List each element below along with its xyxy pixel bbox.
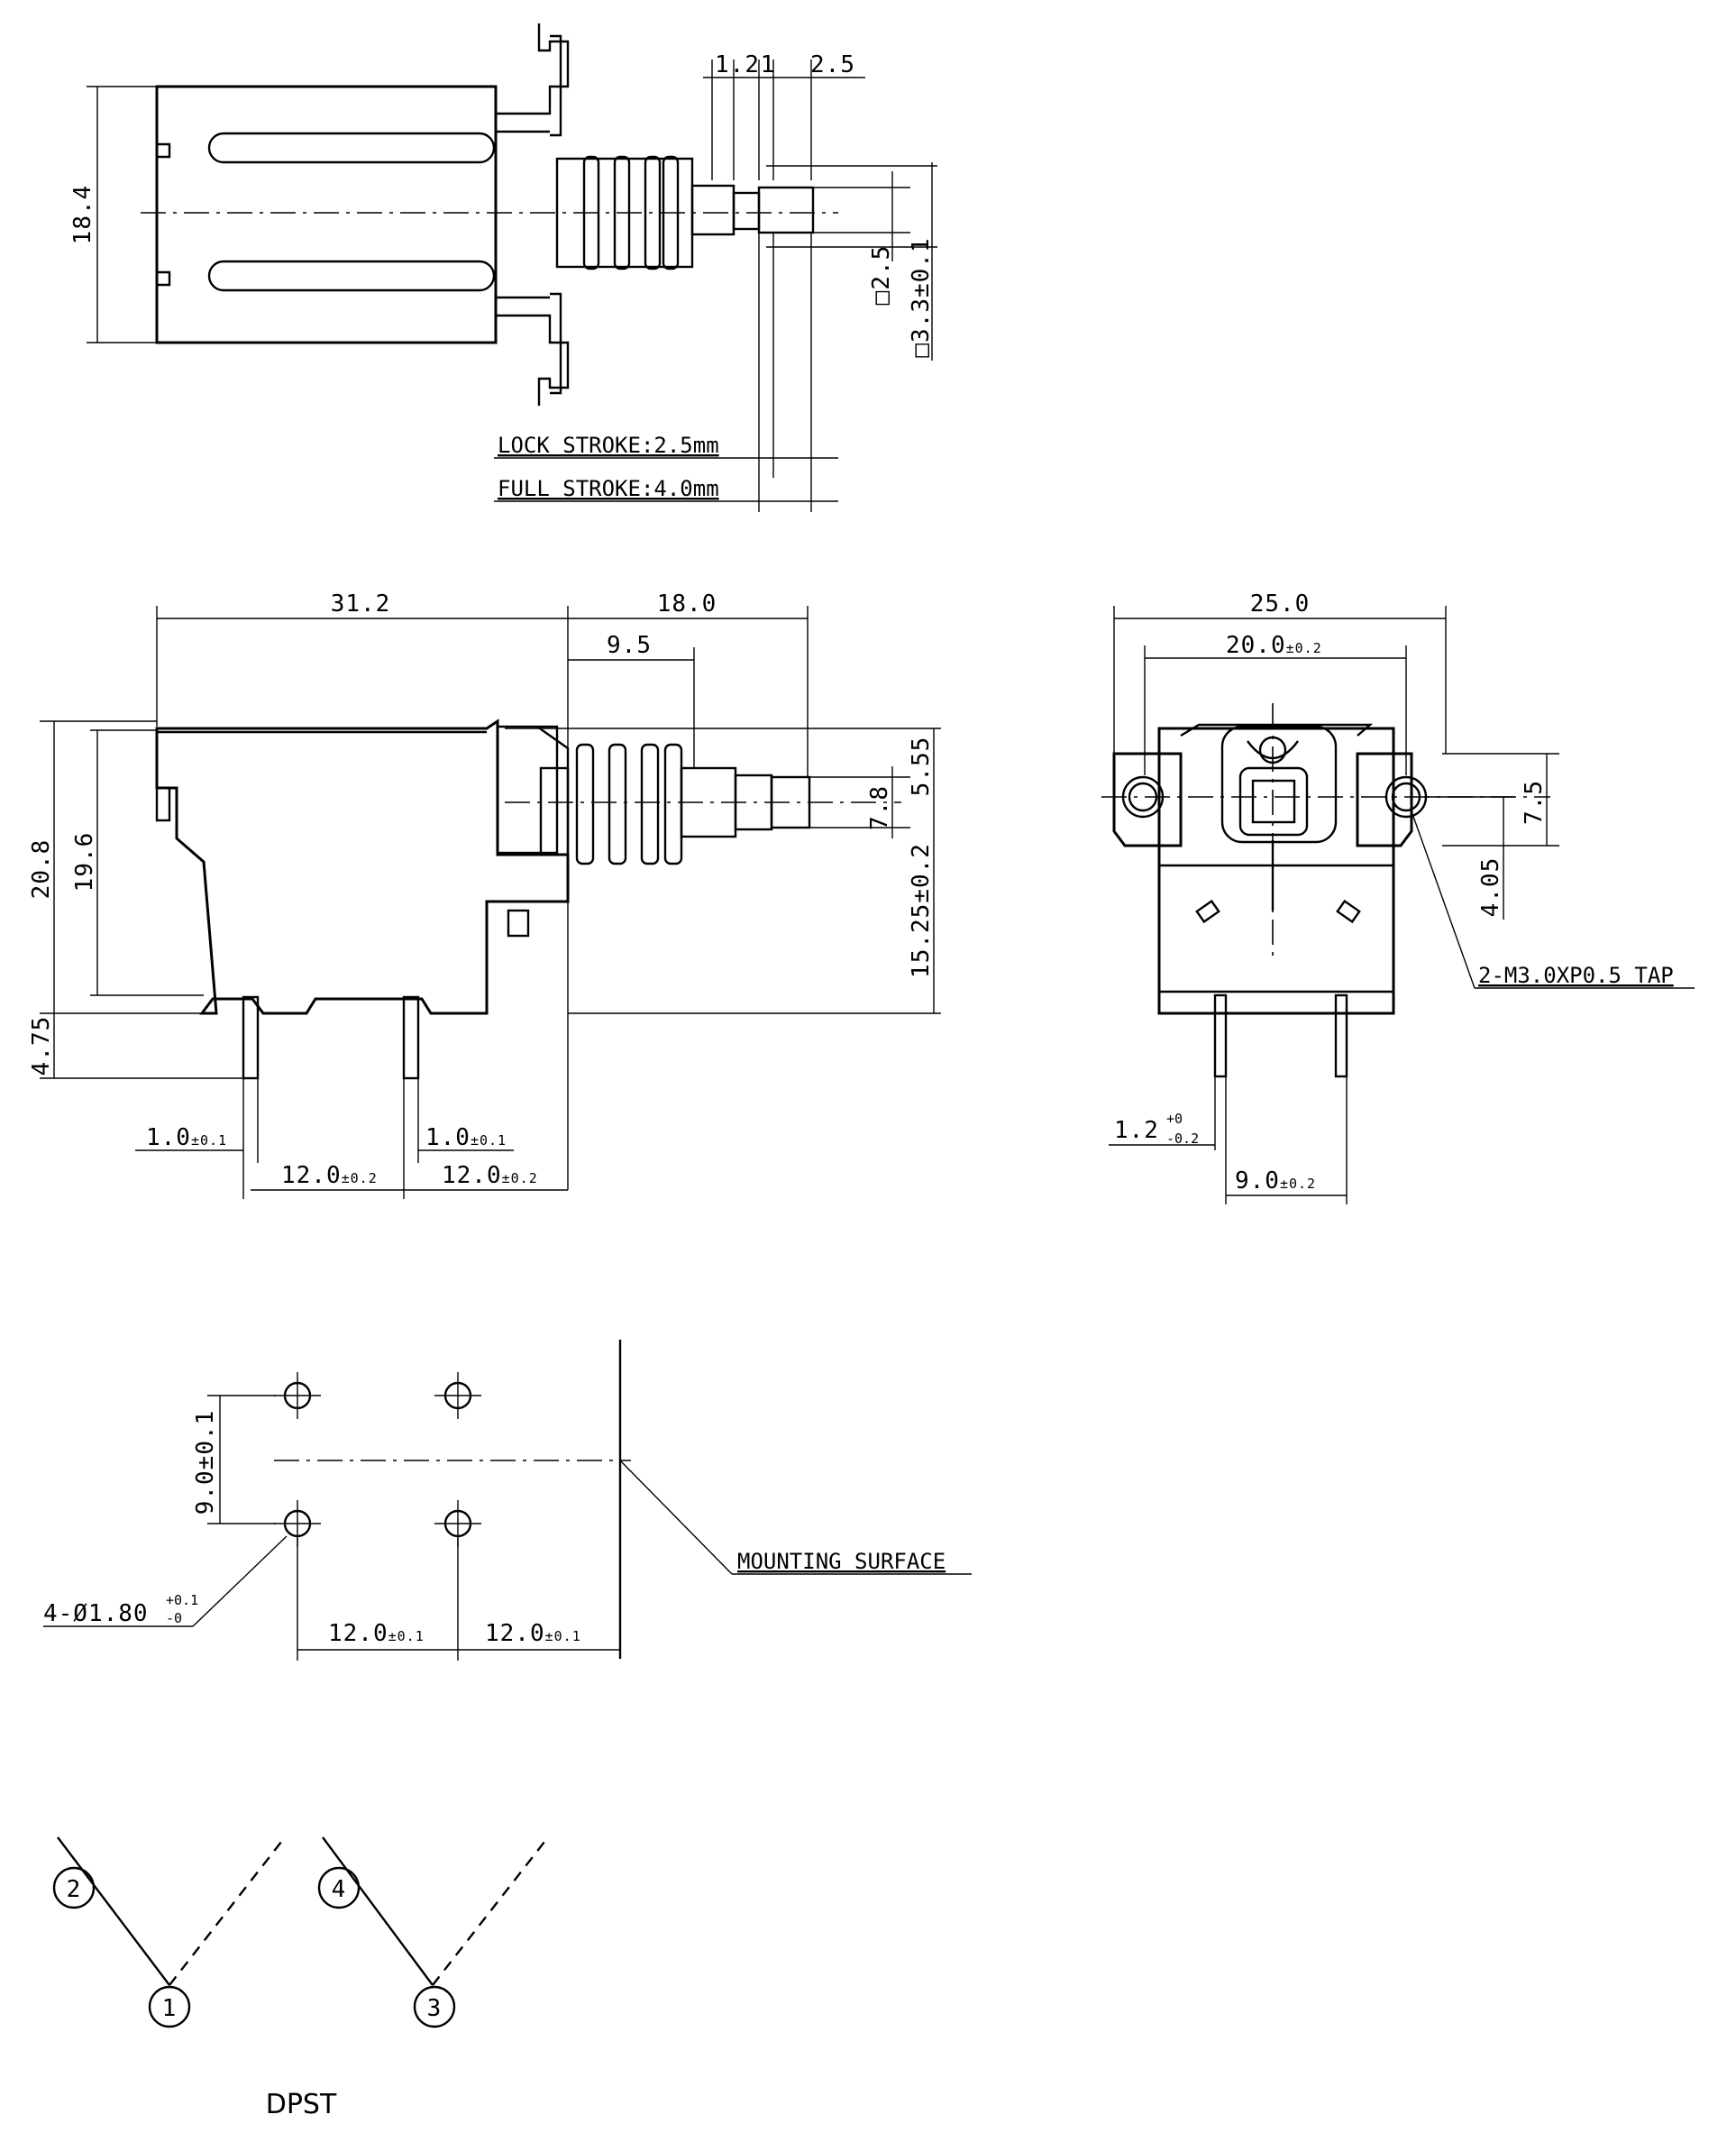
pcb-col-pitch-2: 12.0±0.1 bbox=[485, 1620, 581, 1647]
side-view: 31.2 18.0 9.5 20.8 19.6 4.75 7.8 5.55 15… bbox=[28, 590, 941, 1199]
side-view-spring bbox=[575, 743, 683, 865]
pcb-hole-tol-lower: -0 bbox=[166, 1610, 182, 1626]
side-view-housing bbox=[155, 719, 570, 1015]
tap-note: 2-M3.0XP0.5 TAP bbox=[1478, 963, 1674, 988]
side-view-stem-offset: 9.5 bbox=[607, 632, 652, 659]
terminal-2: 2 bbox=[52, 1866, 96, 1909]
side-view-height-total: 20.8 bbox=[28, 839, 55, 900]
pcb-row-pitch: 9.0±0.1 bbox=[192, 1410, 219, 1515]
front-view-width-holes: 20.0±0.2 bbox=[1226, 632, 1322, 659]
full-stroke-note: FULL STROKE:4.0mm bbox=[498, 476, 719, 501]
pcb-hole-top-right bbox=[434, 1372, 481, 1419]
dpst-label: DPST bbox=[266, 2089, 337, 2120]
mounting-surface-note: MOUNTING SURFACE bbox=[737, 1549, 946, 1574]
side-view-stem-top: 5.55 bbox=[908, 737, 935, 797]
lock-stroke-note: LOCK STROKE:2.5mm bbox=[498, 433, 719, 458]
top-view-stem-outer: □3.3±0.1 bbox=[908, 237, 935, 357]
front-view-pin-thickness-tol-lower: -0.2 bbox=[1166, 1131, 1199, 1147]
svg-text:1: 1 bbox=[162, 1995, 178, 2022]
top-view-dim-c: 2.5 bbox=[810, 51, 855, 78]
top-view-housing bbox=[155, 85, 498, 344]
front-view-width-total: 25.0 bbox=[1250, 590, 1311, 618]
switch-pole-1-contact bbox=[57, 1836, 170, 1986]
front-view-hole-offset: 4.05 bbox=[1477, 857, 1504, 918]
side-view-height-body: 19.6 bbox=[71, 832, 98, 893]
side-view-stem-height: 15.25±0.2 bbox=[908, 843, 935, 978]
front-view-pin-pitch: 9.0±0.2 bbox=[1235, 1167, 1316, 1195]
dpst-schematic: 2 1 4 3 DPST bbox=[52, 1836, 549, 2120]
terminal-1: 1 bbox=[148, 1985, 191, 2028]
svg-text:3: 3 bbox=[427, 1995, 443, 2022]
side-view-length-stem: 18.0 bbox=[657, 590, 717, 618]
side-view-pin-left bbox=[242, 995, 260, 1080]
side-view-pitch-right: 12.0±0.2 bbox=[442, 1162, 538, 1189]
pcb-hole-note: 4-Ø1.80 bbox=[43, 1600, 149, 1627]
side-view-length-body: 31.2 bbox=[331, 590, 391, 618]
front-view-pin-thickness: 1.2 bbox=[1114, 1117, 1159, 1144]
front-view-pin-left bbox=[1213, 993, 1228, 1078]
top-view-slot-upper bbox=[207, 132, 496, 164]
side-view-pin-width-left: 1.0±0.1 bbox=[146, 1124, 227, 1151]
terminal-3: 3 bbox=[413, 1985, 456, 2028]
top-view-bracket-upper bbox=[494, 23, 570, 115]
front-view-pin-right bbox=[1334, 993, 1348, 1078]
side-view-pin-length: 4.75 bbox=[28, 1016, 55, 1076]
side-view-bracket bbox=[496, 725, 559, 855]
top-view-stem-neck bbox=[690, 184, 736, 236]
top-view-dim-a: 1.2 bbox=[715, 51, 760, 78]
top-view: 18.4 1.2 1 2.5 □2.5 □3.3±0.1 LOCK STROKE… bbox=[69, 23, 937, 512]
top-view-dim-b: 1 bbox=[761, 51, 776, 78]
top-view-height-label: 18.4 bbox=[69, 185, 96, 245]
front-view-pin-thickness-tol-upper: +0 bbox=[1166, 1111, 1183, 1127]
side-view-pin-right bbox=[402, 995, 420, 1080]
pcb-layout: 9.0±0.1 4-Ø1.80 +0.1 -0 12.0±0.1 12.0±0.… bbox=[43, 1340, 972, 1661]
front-view: 25.0 20.0±0.2 7.5 4.05 2-M3.0XP0.5 TAP 1… bbox=[1101, 590, 1695, 1204]
terminal-4: 4 bbox=[317, 1866, 361, 1909]
top-view-stem-tip bbox=[757, 186, 815, 234]
front-view-hole-height: 7.5 bbox=[1521, 780, 1548, 825]
top-view-stem-square: □2.5 bbox=[868, 245, 895, 306]
front-view-plunger-window bbox=[1220, 725, 1338, 844]
svg-text:4: 4 bbox=[332, 1876, 347, 1903]
front-view-stem bbox=[1238, 766, 1309, 837]
top-view-bracket-lower bbox=[494, 314, 570, 406]
side-view-pin-width-right: 1.0±0.1 bbox=[425, 1124, 507, 1151]
top-view-slot-lower bbox=[207, 260, 496, 292]
switch-pole-2-contact bbox=[322, 1836, 434, 1986]
pcb-col-pitch-1: 12.0±0.1 bbox=[328, 1620, 425, 1647]
side-view-stem-dia: 7.8 bbox=[866, 785, 893, 830]
pcb-hole-tol-upper: +0.1 bbox=[166, 1592, 198, 1608]
front-view-flange-right bbox=[1356, 752, 1413, 847]
side-view-pitch-left: 12.0±0.2 bbox=[281, 1162, 378, 1189]
svg-text:2: 2 bbox=[67, 1876, 82, 1903]
pcb-hole-top-left bbox=[274, 1372, 321, 1419]
front-view-housing bbox=[1157, 727, 1395, 1015]
